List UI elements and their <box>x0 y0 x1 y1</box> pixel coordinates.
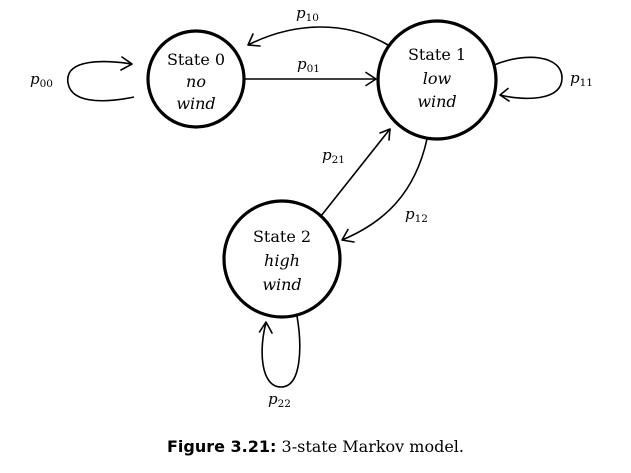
label-p11: p11 <box>570 69 593 89</box>
state-node-1: State 1 low wind <box>376 19 498 141</box>
state-description-line1: high <box>264 251 300 270</box>
label-p10: p10 <box>296 4 319 24</box>
transition-edge-p12 <box>341 138 428 243</box>
state-circle <box>376 19 498 141</box>
transition-edge-p10 <box>247 26 389 47</box>
state-circle <box>146 29 246 129</box>
state-circle <box>222 199 342 319</box>
transition-edge-p00 <box>67 56 135 102</box>
figure-caption-label: Figure 3.21: <box>166 437 277 456</box>
figure-caption: Figure 3.21: 3-state Markov model. <box>0 437 631 456</box>
state-node-2: State 2 high wind <box>222 199 342 319</box>
transition-edge-p22 <box>258 315 301 388</box>
label-p00: p00 <box>30 70 53 90</box>
state-name: State 2 <box>253 227 311 246</box>
label-p01: p01 <box>297 55 320 75</box>
transition-edge-p21 <box>320 128 391 217</box>
state-description-line2: wind <box>262 275 301 294</box>
transition-edge-p11 <box>493 56 563 102</box>
label-p22: p22 <box>268 390 291 410</box>
state-name: State 1 <box>408 45 466 64</box>
state-node-0: State 0 no wind <box>146 29 246 129</box>
figure-caption-text: 3-state Markov model. <box>281 437 465 456</box>
transition-edge-p01 <box>244 71 377 87</box>
state-description-line2: wind <box>176 94 215 113</box>
state-description-line1: no <box>186 72 206 91</box>
label-p21: p21 <box>322 146 345 166</box>
state-description-line1: low <box>423 69 452 88</box>
state-name: State 0 <box>167 50 225 69</box>
label-p12: p12 <box>405 205 428 225</box>
state-description-line2: wind <box>417 92 456 111</box>
